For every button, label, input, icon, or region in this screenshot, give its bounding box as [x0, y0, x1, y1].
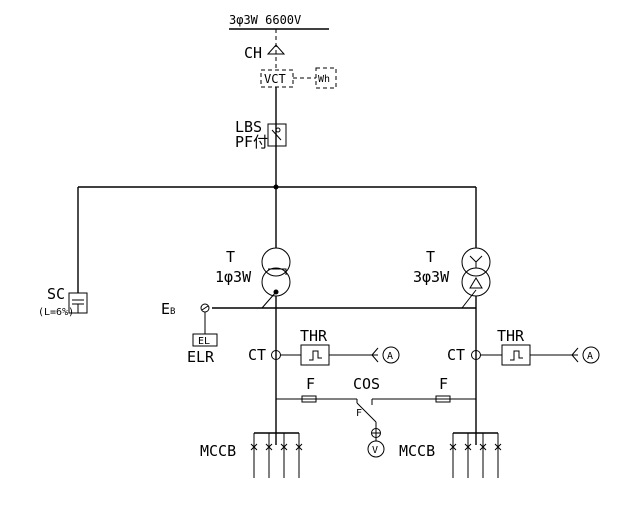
zct-mark: [201, 305, 209, 311]
t2-earth-link: [461, 289, 477, 309]
t1-label: T: [226, 248, 235, 266]
thr2-label: THR: [497, 327, 525, 345]
t2-phase-label: 3φ3W: [413, 268, 450, 286]
sc-label: SC: [47, 285, 65, 303]
cos-label: COS: [353, 375, 380, 393]
ch-label: CH: [244, 44, 262, 62]
thr1-label: THR: [300, 327, 328, 345]
elr-label: ELR: [187, 348, 215, 366]
t1-winding-mark: [268, 268, 287, 275]
lbs-label: LBS: [235, 118, 262, 136]
cos-f-label: F: [356, 408, 362, 419]
lbs-pf-label: PF付: [235, 133, 268, 151]
thermal-relay-symbol: [309, 350, 322, 361]
voltmeter-symbol: [367, 440, 385, 458]
mccb2-label: MCCB: [399, 442, 435, 460]
el-label: EL: [198, 336, 210, 347]
thr1-box: [300, 344, 330, 366]
vct-label: VCT: [264, 72, 286, 86]
fuse2-label: F: [439, 375, 448, 393]
t1-phase-label: 1φ3W: [215, 268, 252, 286]
vct-box: [260, 69, 294, 88]
ammeter2-symbol: [582, 346, 600, 364]
cos-switch-blade: [356, 402, 377, 423]
ammeter2-label: A: [587, 351, 593, 362]
cable-head-symbol: [266, 44, 286, 55]
t1-neutral-dot: [273, 289, 279, 295]
ammeter1-arrow: [371, 347, 379, 363]
eb-label: EB: [161, 300, 175, 318]
mccb1-label: MCCB: [200, 442, 236, 460]
lbs-fuse-dot: [275, 127, 281, 133]
wh-meter-box: [315, 67, 337, 89]
ammeter1-label: A: [387, 351, 393, 362]
ammeter1-symbol: [382, 346, 400, 364]
wh-label: Wh: [318, 74, 330, 85]
wye-symbol: [469, 255, 483, 268]
delta-symbol: [469, 277, 483, 289]
ct2-label: CT: [447, 346, 465, 364]
t2-secondary-winding: [461, 267, 491, 297]
t2-label: T: [426, 248, 435, 266]
voltmeter-label: V: [372, 445, 378, 456]
t1-primary-winding: [261, 247, 291, 277]
t2-primary-winding: [461, 247, 491, 277]
supply-label: 3φ3W 6600V: [229, 13, 301, 27]
fuse1-symbol: [301, 395, 317, 403]
fuse2-symbol: [435, 395, 451, 403]
thr2-box: [501, 344, 531, 366]
t1-earth-link: [261, 291, 277, 309]
mccb1-breakers: [250, 433, 303, 478]
thermal-relay-symbol-2: [510, 350, 523, 361]
mccb2-breakers: [449, 433, 502, 478]
fuse1-label: F: [306, 375, 315, 393]
lbs-switch-blade: [271, 129, 282, 141]
sc-note: (L=6%): [38, 307, 74, 318]
ammeter2-arrow: [571, 347, 579, 363]
el-box: [192, 333, 218, 347]
lbs-box: [267, 123, 287, 147]
ct1-label: CT: [248, 346, 266, 364]
